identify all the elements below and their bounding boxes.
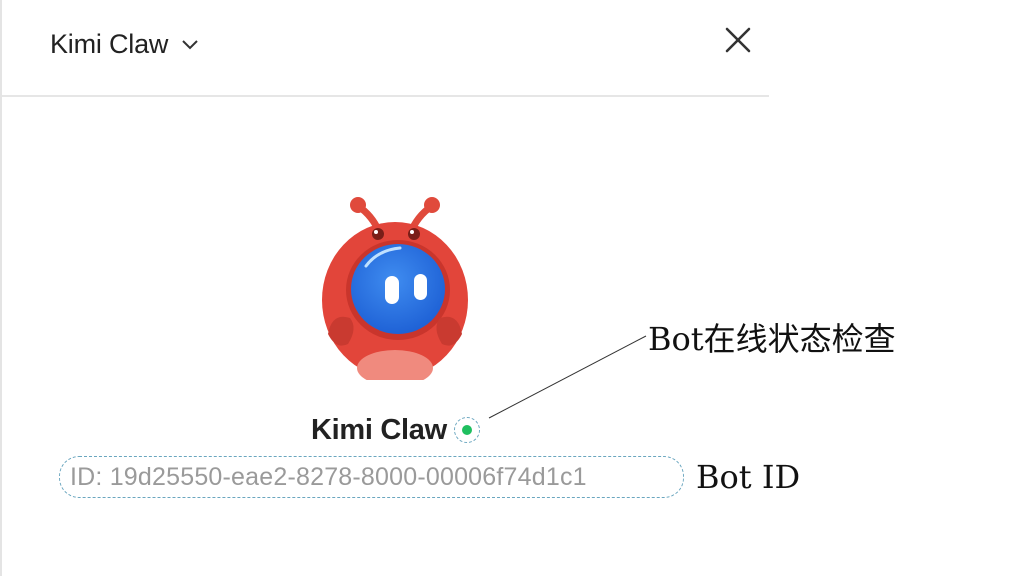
bot-name-row: Kimi Claw xyxy=(311,410,480,450)
id-annotation: Bot ID xyxy=(696,458,801,496)
close-icon xyxy=(725,27,751,53)
panel-header: Kimi Claw xyxy=(2,0,769,97)
bot-switcher-dropdown[interactable]: Kimi Claw xyxy=(50,24,200,64)
online-status-dot xyxy=(461,425,472,435)
status-annotation: Bot在线状态检查 xyxy=(648,320,896,358)
bot-id[interactable]: ID: 19d25550-eae2-8278-8000-00006f74d1c1 xyxy=(70,462,587,491)
bot-id-highlight: ID: 19d25550-eae2-8278-8000-00006f74d1c1 xyxy=(59,456,684,498)
panel-title: Kimi Claw xyxy=(50,28,169,59)
lobster-mascot-avatar xyxy=(322,197,468,380)
bot-name: Kimi Claw xyxy=(311,413,447,446)
close-button[interactable] xyxy=(722,24,754,56)
chevron-down-icon xyxy=(182,40,198,50)
bot-profile-panel: Kimi Claw xyxy=(0,0,769,576)
status-highlight xyxy=(453,417,480,443)
